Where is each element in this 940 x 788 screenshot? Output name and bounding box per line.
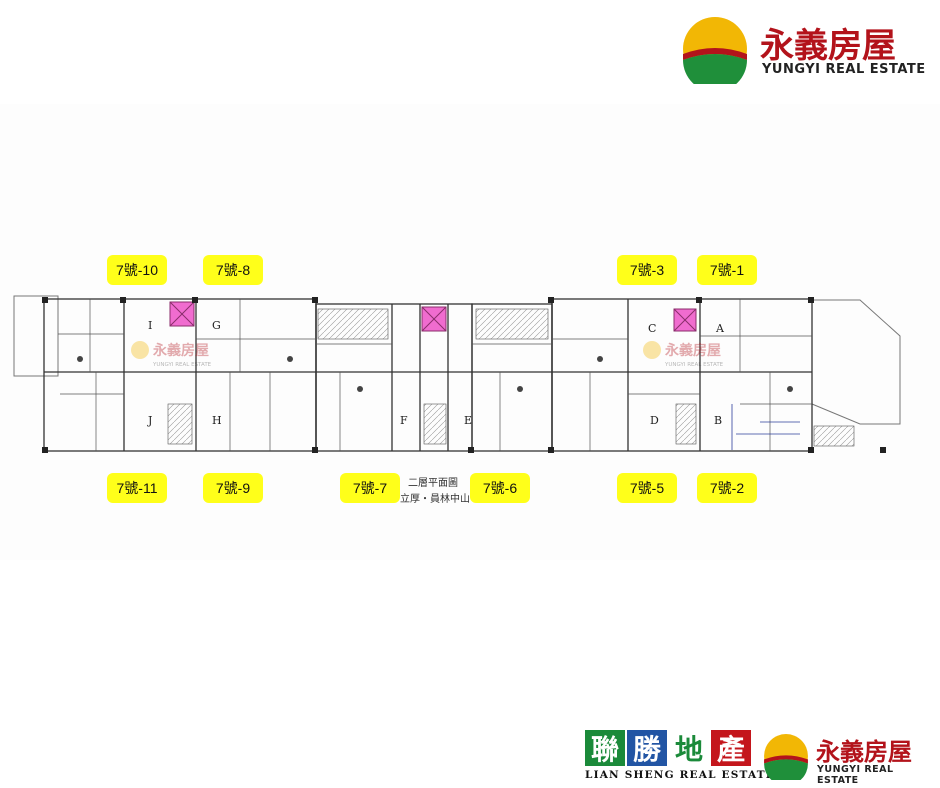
yungyi-logo-bottom: 永義房屋 YUNGYI REAL ESTATE	[762, 730, 937, 786]
unit-label: 7號-10	[107, 255, 167, 285]
watermark-left: 永義房屋 YUNGYI REAL ESTATE	[131, 341, 212, 368]
room-letter-i: I	[148, 319, 152, 332]
unit-label: 7號-2	[697, 473, 757, 503]
unit-label: 7號-1	[697, 255, 757, 285]
room-letter-f: F	[400, 414, 408, 427]
brand-name-en: YUNGYI REAL ESTATE	[817, 764, 894, 786]
unit-label: 7號-9	[203, 473, 263, 503]
unit-label: 7號-7	[340, 473, 400, 503]
unit-label: 7號-5	[617, 473, 677, 503]
room-letter-e: E	[464, 414, 472, 427]
room-letter-b: B	[714, 414, 722, 427]
brand-name: 永義房屋	[760, 26, 896, 66]
lian-sheng-logo: 聯 勝 地 產 LIAN SHENG REAL ESTATE	[585, 730, 775, 785]
unit-label: 7號-11	[107, 473, 167, 503]
unit-label: 7號-3	[617, 255, 677, 285]
watermark-right: 永義房屋 YUNGYI REAL ESTATE	[643, 341, 724, 368]
partner-char: 勝	[627, 730, 667, 766]
room-letter-d: D	[650, 414, 659, 427]
partner-char: 聯	[585, 730, 625, 766]
watermark-text: 永義房屋	[664, 342, 721, 359]
brand-name: 永義房屋	[816, 738, 912, 766]
room-letter-h: H	[212, 414, 222, 427]
plan-title: 二層平面圖	[408, 478, 458, 489]
watermark-text-en: YUNGYI REAL ESTATE	[664, 362, 724, 368]
room-letter-j: J	[147, 414, 152, 427]
yungyi-emblem-icon	[764, 734, 808, 780]
unit-label: 7號-6	[470, 473, 530, 503]
room-letter-a: A	[715, 322, 725, 335]
brand-name-en: YUNGYI REAL ESTATE	[762, 62, 926, 77]
partner-name-en: LIAN SHENG REAL ESTATE	[585, 769, 775, 781]
partner-char: 產	[711, 730, 751, 766]
yungyi-logo-top: 永義房屋 YUNGYI REAL ESTATE	[680, 14, 930, 92]
watermark-text-en: YUNGYI REAL ESTATE	[152, 362, 212, 368]
partner-char: 地	[669, 730, 709, 766]
unit-label: 7號-8	[203, 255, 263, 285]
floor-plan-drawing: I G C A J H F E D B 永義房屋 YUNGYI REAL EST…	[13, 295, 901, 453]
yungyi-emblem-icon	[683, 17, 747, 92]
plan-subtitle: 立厚・員林中山	[400, 494, 470, 505]
room-letter-c: C	[648, 322, 656, 335]
watermark-text: 永義房屋	[152, 342, 209, 359]
room-letter-g: G	[212, 319, 221, 332]
